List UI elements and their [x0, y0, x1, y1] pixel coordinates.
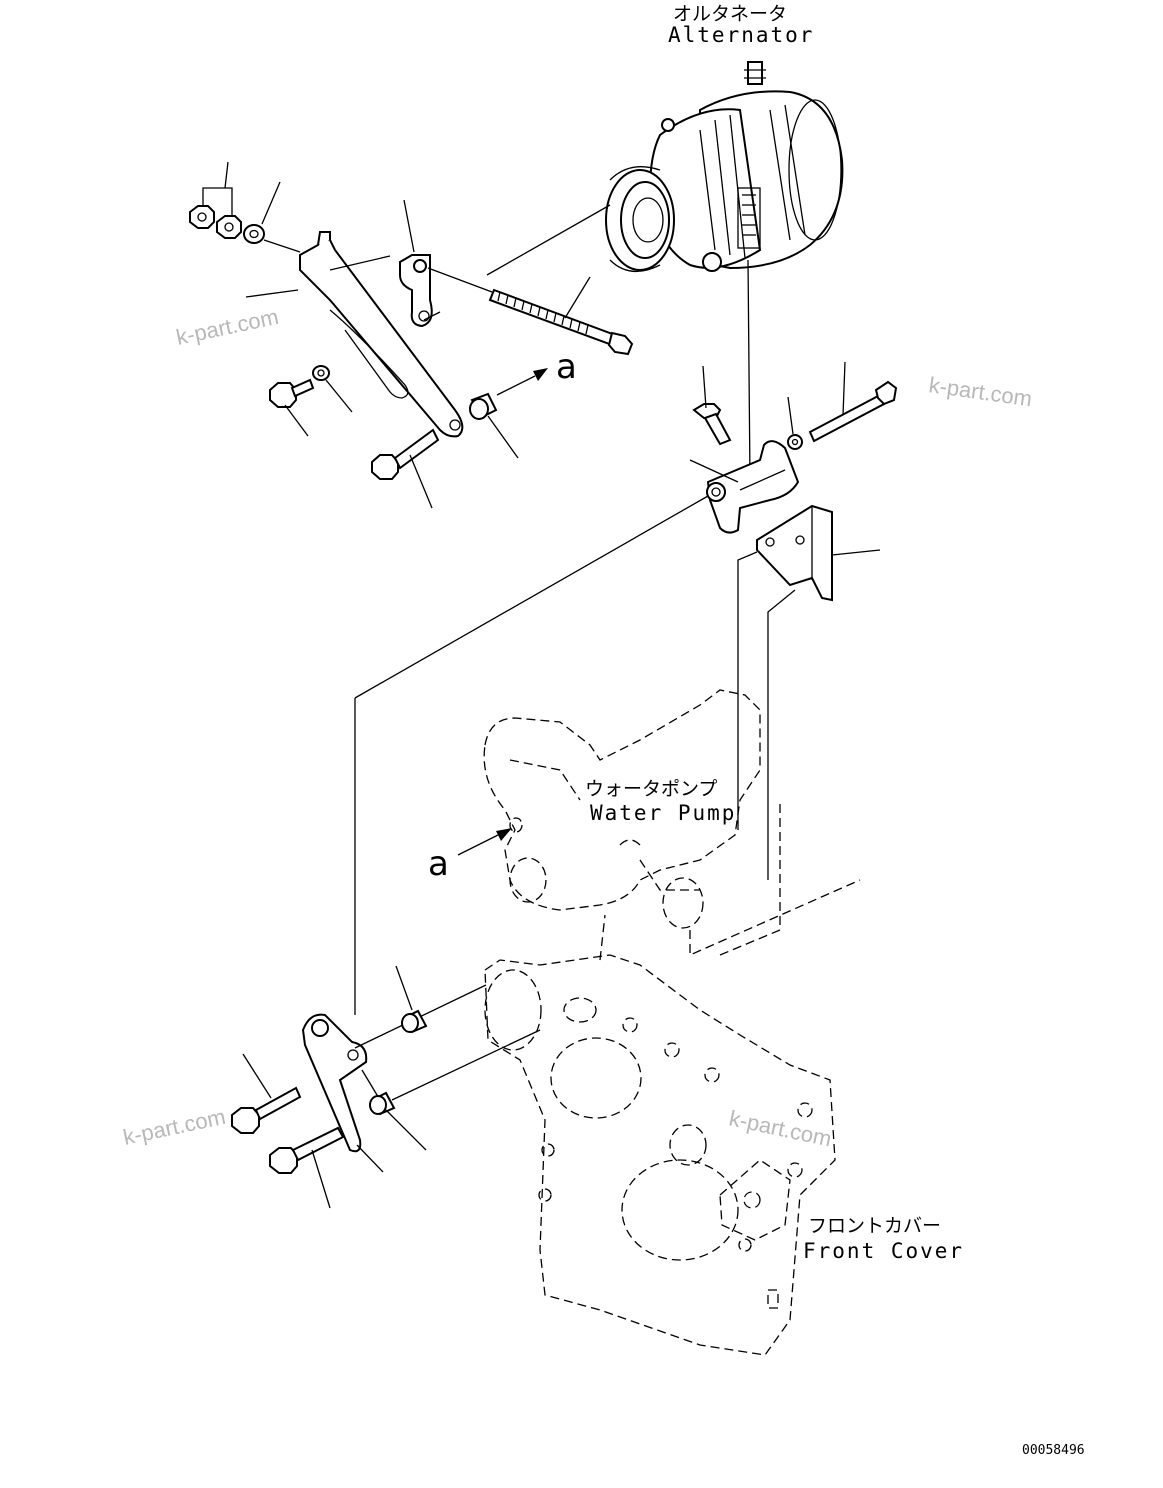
bolt-right-long — [808, 380, 898, 443]
spacer — [469, 392, 498, 420]
long-bolt — [488, 288, 634, 356]
front-cover — [484, 914, 836, 1356]
water-pump-label-en: Water Pump — [590, 801, 736, 825]
flange-bolt-right — [692, 403, 732, 446]
front-cover-label-jp: フロントカバー — [808, 1215, 941, 1237]
support-bracket — [756, 504, 833, 602]
lower-bracket — [301, 1013, 368, 1153]
alternator-label-jp: オルタネータ — [673, 3, 787, 25]
arrow-head-left — [496, 828, 512, 841]
small-bracket — [399, 254, 433, 328]
arrow-label-top: a — [556, 347, 577, 387]
spacer-lower-bottom — [369, 1091, 396, 1116]
bolt-short — [269, 378, 315, 408]
bolt-lower-2 — [269, 1126, 345, 1174]
alternator — [605, 61, 844, 272]
alternator-label-en: Alternator — [668, 23, 814, 47]
adjusting-bracket — [299, 231, 464, 438]
washer-right — [787, 434, 803, 450]
bolt-lower-1 — [231, 1086, 302, 1134]
drawing-number: 00058496 — [1022, 1443, 1085, 1458]
washer-mid — [312, 365, 330, 381]
alternator-mount-bracket — [706, 440, 800, 534]
watermark-3: k-part.com — [121, 1104, 228, 1150]
arrow-head-top — [533, 368, 548, 381]
washer-top — [243, 224, 265, 244]
watermark-4: k-part.com — [727, 1105, 834, 1151]
watermark-1: k-part.com — [174, 304, 281, 350]
water-pump — [483, 689, 861, 956]
spacer-lower-top — [401, 1009, 428, 1034]
watermark-2: k-part.com — [927, 372, 1033, 411]
nut-pair — [189, 205, 242, 239]
arrow-label-left: a — [428, 844, 449, 884]
water-pump-label-jp: ウォータポンプ — [585, 778, 717, 800]
front-cover-label-en: Front Cover — [803, 1239, 964, 1263]
bolt-lower — [371, 428, 440, 480]
